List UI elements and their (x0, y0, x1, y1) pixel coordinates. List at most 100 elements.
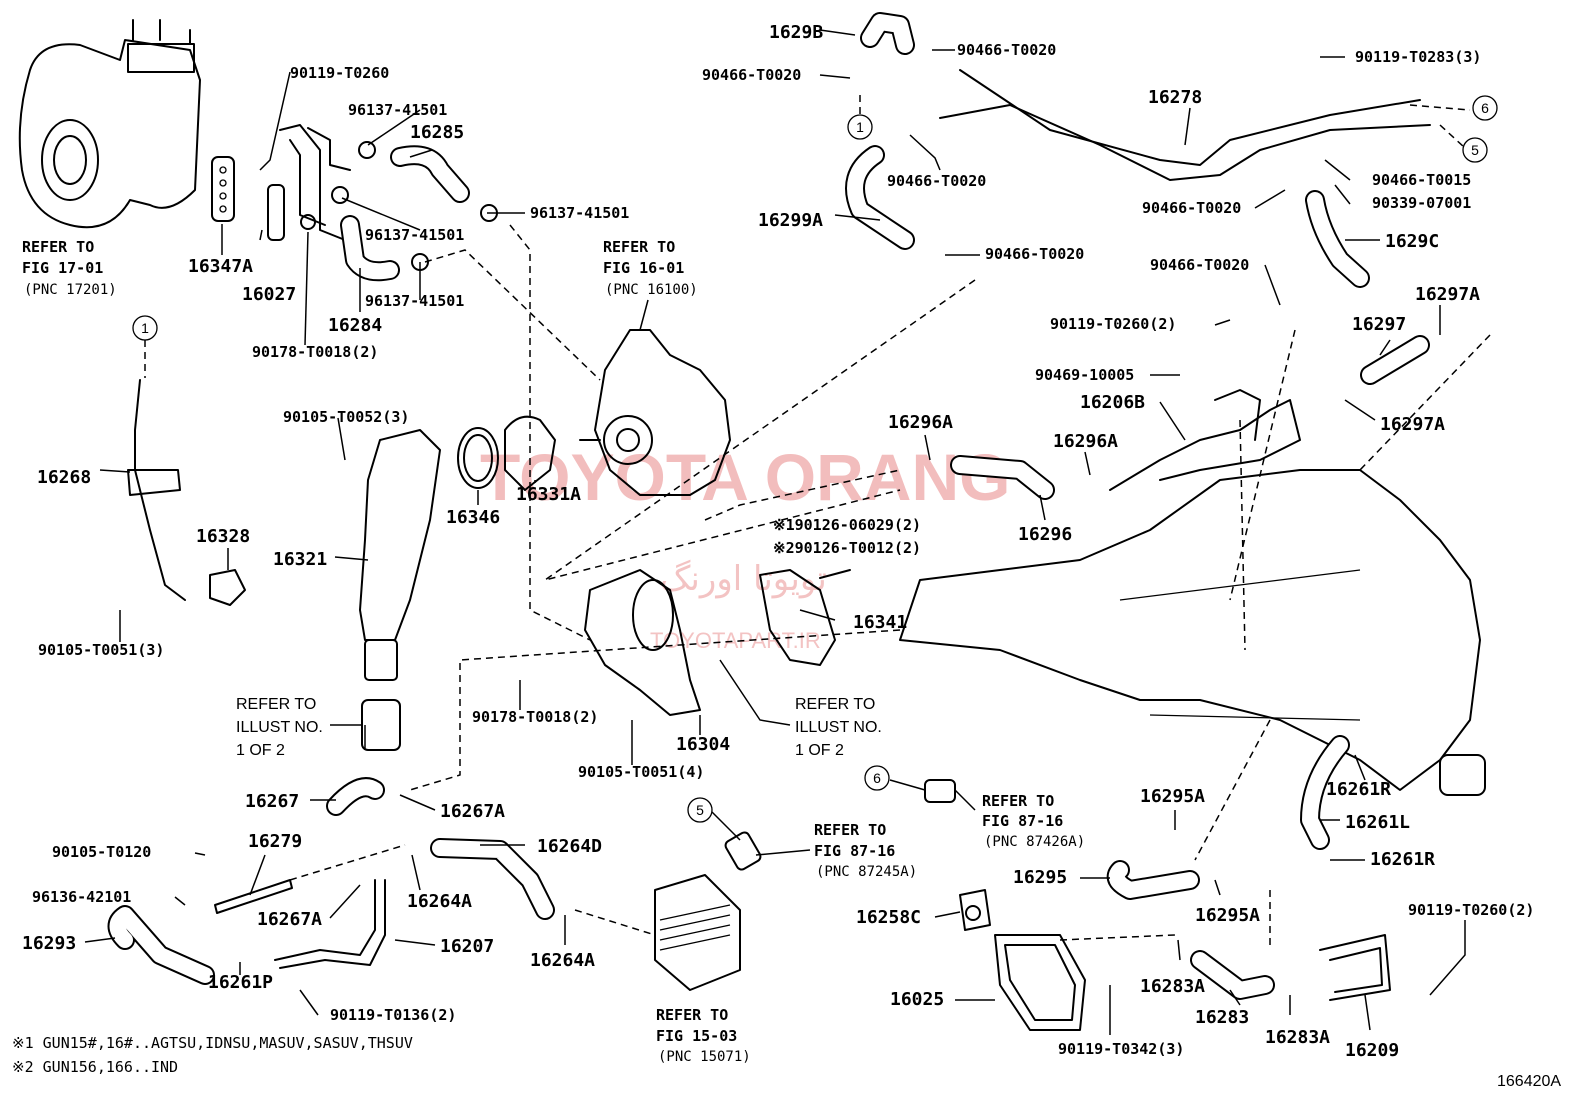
svg-text:REFER TO: REFER TO (236, 696, 316, 713)
refer-block-fig-87-16-a[interactable]: REFER TO FIG 87-16 (PNC 87426A) (982, 792, 1085, 850)
pipe-16278-shape (959, 69, 1421, 166)
label-16261P[interactable]: 16261P (208, 972, 273, 993)
label-90466-T0020-c[interactable]: 90466-T0020 (887, 172, 986, 190)
svg-text:1 OF 2: 1 OF 2 (236, 742, 285, 759)
label-16268[interactable]: 16268 (37, 467, 91, 488)
circle-marker-6a: 6 (1472, 95, 1498, 121)
label-16267A-top[interactable]: 16267A (440, 801, 505, 822)
label-16025[interactable]: 16025 (890, 989, 944, 1010)
label-1629C[interactable]: 1629C (1385, 231, 1439, 252)
label-16297A-top[interactable]: 16297A (1415, 284, 1480, 305)
label-16299A[interactable]: 16299A (758, 210, 823, 231)
label-16264A-left[interactable]: 16264A (407, 891, 472, 912)
label-90466-T0020-e[interactable]: 90466-T0020 (985, 245, 1084, 263)
label-16295A-bottom[interactable]: 16295A (1195, 905, 1260, 926)
svg-text:REFER TO: REFER TO (814, 821, 886, 839)
label-96137-41501-c[interactable]: 96137-41501 (365, 226, 464, 244)
label-16304[interactable]: 16304 (676, 734, 730, 755)
label-16296A-left[interactable]: 16296A (888, 412, 953, 433)
label-90119-T0283[interactable]: 90119-T0283(3) (1355, 48, 1481, 66)
svg-text:(PNC 87426A): (PNC 87426A) (984, 834, 1085, 850)
label-90339-07001[interactable]: 90339-07001 (1372, 194, 1471, 212)
label-16296A-right[interactable]: 16296A (1053, 431, 1118, 452)
watermark-main: TOYOTA ORANG (480, 440, 1010, 514)
refer-block-fig-87-16-b[interactable]: REFER TO FIG 87-16 (PNC 87245A) (814, 821, 917, 880)
label-16341[interactable]: 16341 (853, 612, 907, 633)
label-16285[interactable]: 16285 (410, 122, 464, 143)
refer-block-fig-15-03[interactable]: REFER TO FIG 15-03 (PNC 15071) (656, 1006, 751, 1065)
label-16264D[interactable]: 16264D (537, 836, 602, 857)
footnote-2: ※2 GUN156,166..IND (12, 1058, 178, 1076)
illust-block-right[interactable]: REFER TO ILLUST NO. 1 OF 2 (795, 696, 882, 759)
label-190126-06029[interactable]: ※190126-06029(2) (773, 516, 921, 534)
label-16328[interactable]: 16328 (196, 526, 250, 547)
label-90119-T0260-c[interactable]: 90119-T0260(2) (1408, 901, 1534, 919)
circle-marker-5a: 5 (1462, 137, 1488, 163)
label-16284[interactable]: 16284 (328, 315, 382, 336)
label-16207[interactable]: 16207 (440, 936, 494, 957)
label-16278[interactable]: 16278 (1148, 87, 1202, 108)
label-96136-42101[interactable]: 96136-42101 (32, 888, 131, 906)
svg-text:FIG 87-16: FIG 87-16 (982, 812, 1063, 830)
refer-block-fig-17-01[interactable]: REFER TO FIG 17-01 (PNC 17201) (22, 238, 117, 298)
label-16297A-bottom[interactable]: 16297A (1380, 414, 1445, 435)
turbo-inlet-shape (41, 119, 99, 201)
svg-text:6: 6 (1481, 100, 1489, 116)
label-96137-41501-d[interactable]: 96137-41501 (365, 292, 464, 310)
watermark: TOYOTA ORANG تویوتا اورنگ TOYOTAPART.IR (480, 440, 1010, 653)
label-16206B[interactable]: 16206B (1080, 392, 1145, 413)
label-16346[interactable]: 16346 (446, 507, 500, 528)
label-16261L[interactable]: 16261L (1345, 812, 1410, 833)
svg-text:1 OF 2: 1 OF 2 (795, 742, 844, 759)
label-16267[interactable]: 16267 (245, 791, 299, 812)
oil-cooler-shape (654, 874, 741, 991)
label-90119-T0260-a[interactable]: 90119-T0260 (290, 64, 389, 82)
label-16295[interactable]: 16295 (1013, 867, 1067, 888)
label-90105-T0051-b[interactable]: 90105-T0051(4) (578, 763, 704, 781)
label-90178-T0018-a[interactable]: 90178-T0018(2) (252, 343, 378, 361)
label-90469-10005[interactable]: 90469-10005 (1035, 366, 1134, 384)
svg-text:5: 5 (696, 802, 704, 818)
label-90105-T0052[interactable]: 90105-T0052(3) (283, 408, 409, 426)
label-16283A-left[interactable]: 16283A (1140, 976, 1205, 997)
label-16283[interactable]: 16283 (1195, 1007, 1249, 1028)
label-16295A-top[interactable]: 16295A (1140, 786, 1205, 807)
label-16283A-right[interactable]: 16283A (1265, 1027, 1330, 1048)
label-90105-T0051-a[interactable]: 90105-T0051(3) (38, 641, 164, 659)
label-90178-T0018-b[interactable]: 90178-T0018(2) (472, 708, 598, 726)
label-1629B[interactable]: 1629B (769, 22, 823, 43)
label-16261R-bottom[interactable]: 16261R (1370, 849, 1435, 870)
circle-markers: 1 1 6 5 6 5 (132, 95, 1498, 823)
label-16321[interactable]: 16321 (273, 549, 327, 570)
label-90466-T0020-b[interactable]: 90466-T0020 (702, 66, 801, 84)
label-16267A-bottom[interactable]: 16267A (257, 909, 322, 930)
label-16261R-top[interactable]: 16261R (1326, 779, 1391, 800)
refer-block-fig-16-01[interactable]: REFER TO FIG 16-01 (PNC 16100) (603, 238, 698, 298)
label-16264A-right[interactable]: 16264A (530, 950, 595, 971)
watermark-site: TOYOTAPART.IR (650, 628, 821, 653)
label-90119-T0342[interactable]: 90119-T0342(3) (1058, 1040, 1184, 1058)
label-290126-T0012[interactable]: ※290126-T0012(2) (773, 539, 921, 557)
label-16296[interactable]: 16296 (1018, 524, 1072, 545)
label-90119-T0260-b[interactable]: 90119-T0260(2) (1050, 315, 1176, 333)
label-90466-T0020-d[interactable]: 90466-T0020 (1142, 199, 1241, 217)
label-16347A[interactable]: 16347A (188, 256, 253, 277)
label-90466-T0015[interactable]: 90466-T0015 (1372, 171, 1471, 189)
illust-block-left[interactable]: REFER TO ILLUST NO. 1 OF 2 (236, 696, 323, 759)
label-96137-41501-b[interactable]: 96137-41501 (530, 204, 629, 222)
circle-marker-1a: 1 (132, 315, 158, 341)
label-16209[interactable]: 16209 (1345, 1040, 1399, 1061)
label-90119-T0136[interactable]: 90119-T0136(2) (330, 1006, 456, 1024)
label-90466-T0020-f[interactable]: 90466-T0020 (1150, 256, 1249, 274)
label-16297[interactable]: 16297 (1352, 314, 1406, 335)
label-16258C[interactable]: 16258C (856, 907, 921, 928)
label-16279[interactable]: 16279 (248, 831, 302, 852)
label-16293[interactable]: 16293 (22, 933, 76, 954)
label-90105-T0120[interactable]: 90105-T0120 (52, 843, 151, 861)
svg-text:ILLUST NO.: ILLUST NO. (795, 719, 882, 736)
label-90466-T0020-a[interactable]: 90466-T0020 (957, 41, 1056, 59)
label-96137-41501-a[interactable]: 96137-41501 (348, 101, 447, 119)
label-16027[interactable]: 16027 (242, 284, 296, 305)
svg-text:6: 6 (873, 770, 881, 786)
label-16331A[interactable]: 16331A (516, 484, 581, 505)
